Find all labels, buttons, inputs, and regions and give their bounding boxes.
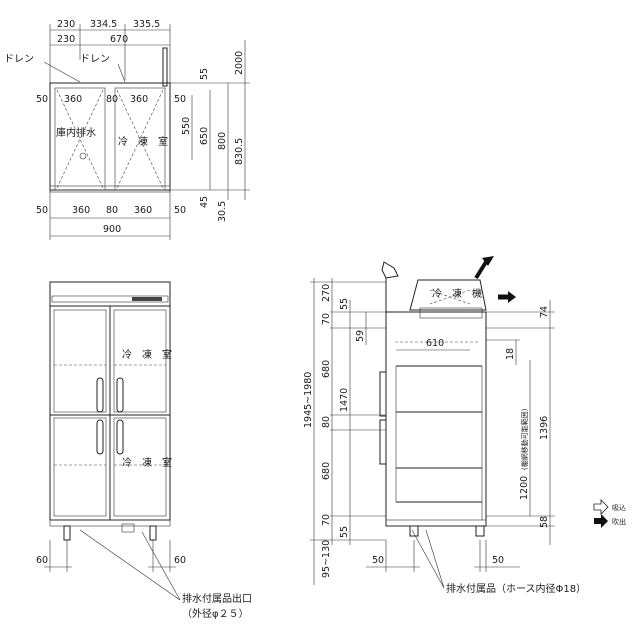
side-dim-1200: 1200	[519, 476, 530, 500]
foot-left	[63, 525, 71, 541]
front-upper-label: 冷 凍 室	[122, 348, 172, 361]
side-dim-70b: 70	[321, 514, 332, 526]
side-dim-55b: 55	[339, 526, 350, 538]
door-bottom-right	[113, 417, 167, 517]
row2-80: 80	[106, 205, 118, 216]
side-dim-55a: 55	[339, 298, 350, 310]
foot-dim-left: 60	[36, 555, 48, 566]
exhaust-arrow-up	[474, 260, 488, 280]
bottom-range: 95~130	[321, 540, 332, 578]
label-drainage: 庫内排水	[56, 126, 96, 139]
side-dim-59: 59	[355, 330, 366, 342]
side-dim-270: 270	[321, 284, 332, 302]
side-dim-680a: 680	[321, 360, 332, 378]
label-freezer-top: 冷 凍 室	[118, 135, 168, 148]
dim-top2-230: 230	[57, 34, 75, 45]
door-top-left	[53, 309, 107, 413]
dim-8305: 830.5	[234, 138, 245, 165]
top-outline	[49, 82, 171, 191]
drain-label-left: ドレン	[4, 54, 34, 65]
exhaust-arrow-right	[508, 291, 516, 303]
front-lower-label: 冷 凍 室	[122, 456, 172, 469]
total-width-900: 900	[103, 224, 121, 235]
drain-point	[79, 152, 87, 160]
side-dim-1396: 1396	[539, 416, 550, 440]
dim-55: 55	[199, 68, 210, 80]
side-dim-80: 80	[321, 416, 332, 428]
legend-intake: 吸込	[612, 503, 626, 512]
front-view: 冷 凍 室 冷 凍 室 60 60 排水付属品出口 （外径φ２５）	[36, 281, 252, 620]
row1-360b: 360	[130, 94, 148, 105]
door-top-right	[113, 309, 167, 413]
row1-50a: 50	[36, 94, 48, 105]
compressor-unit	[409, 279, 487, 311]
drain-label-right: ドレン	[80, 54, 110, 65]
dim-top2-670: 670	[110, 34, 128, 45]
handle-top-right	[116, 377, 124, 413]
dim-2000: 2000	[234, 51, 245, 75]
legend-exhaust: 吹出	[612, 517, 626, 526]
side-view: 冷 凍 機 610	[303, 256, 586, 595]
side-dim-70a: 70	[321, 313, 332, 325]
side-dim-58: 58	[539, 516, 550, 528]
right-compartment	[114, 87, 166, 191]
left-compartment	[54, 87, 106, 191]
overall-height: 1945~1980	[303, 372, 314, 428]
side-dim-1470: 1470	[339, 388, 350, 412]
side-dim-18: 18	[505, 348, 516, 360]
foot-dim-right: 60	[174, 555, 186, 566]
airflow-legend: 吸込 吹出	[593, 499, 626, 528]
dim-top-3355: 335.5	[133, 19, 160, 30]
intake-icon	[593, 499, 609, 515]
exhaust-icon	[594, 514, 608, 528]
row2-50a: 50	[36, 205, 48, 216]
row2-50b: 50	[174, 205, 186, 216]
side-dim-74: 74	[539, 306, 550, 318]
dim-800: 800	[217, 132, 228, 150]
side-bottom-50a: 50	[372, 555, 384, 566]
row2-360a: 360	[72, 205, 90, 216]
top-view: 230 334.5 335.5 230 670 ドレン ドレン 50 360 8…	[4, 19, 250, 240]
depth-610: 610	[426, 338, 444, 349]
side-dim-680b: 680	[321, 462, 332, 480]
drain-outlet-label: 排水付属品出口	[182, 592, 252, 605]
dim-550: 550	[181, 117, 192, 135]
shelf-range-label: (棚網移動可能範囲)	[520, 408, 529, 470]
row1-50b: 50	[174, 94, 186, 105]
side-bottom-50b: 50	[492, 555, 504, 566]
front-top-unit	[49, 281, 171, 307]
side-handle-upper	[379, 371, 387, 417]
handle-bottom-left	[96, 419, 104, 455]
dim-45: 45	[199, 196, 210, 208]
row1-360a: 360	[64, 94, 82, 105]
row2-360b: 360	[134, 205, 152, 216]
side-foot	[409, 525, 419, 537]
dim-top-230: 230	[57, 19, 75, 30]
top-pipe	[381, 261, 399, 279]
door-bottom-left	[53, 417, 107, 517]
row1-80: 80	[106, 94, 118, 105]
dim-650: 650	[199, 127, 210, 145]
foot-right	[149, 525, 157, 541]
drain-outlet-sub: （外径φ２５）	[182, 607, 249, 620]
hose-label: 排水付属品（ホース内径Φ18）	[446, 582, 586, 595]
handle-bottom-right	[116, 419, 124, 455]
handle-top-left	[96, 377, 104, 413]
drain-outlet	[121, 523, 135, 533]
side-handle-lower	[379, 419, 387, 465]
dim-top-3345: 334.5	[90, 19, 117, 30]
dim-305: 30.5	[217, 201, 228, 222]
